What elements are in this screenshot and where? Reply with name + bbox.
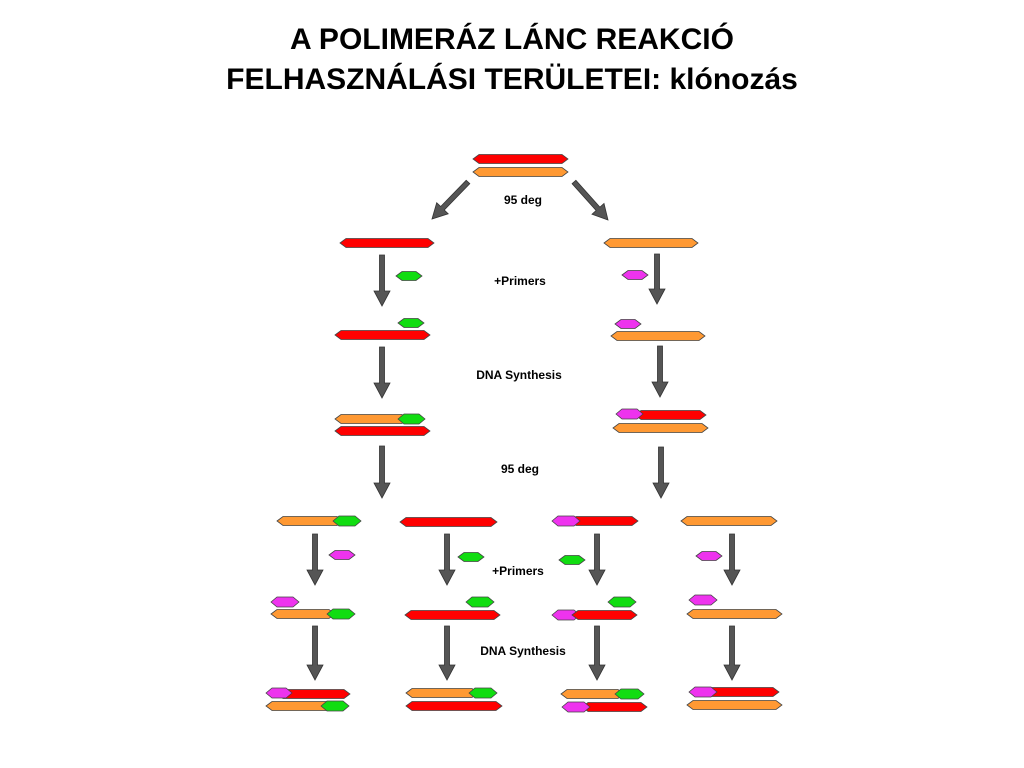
red-strand: [334, 426, 431, 436]
green-primer: [457, 552, 485, 562]
label-primers-1: +Primers: [494, 274, 546, 288]
label-dna-synthesis-2: DNA Synthesis: [480, 644, 566, 658]
green-primer: [397, 318, 425, 328]
orange-strand: [610, 331, 706, 341]
arrow-icon: [652, 446, 670, 499]
title-line-2: FELHASZNÁLÁSI TERÜLETEI: klónozás: [226, 63, 798, 96]
arrow-icon: [588, 533, 606, 586]
green-primer: [320, 700, 350, 712]
magenta-primer: [621, 270, 649, 280]
green-primer: [326, 608, 356, 620]
orange-strand: [334, 414, 409, 424]
orange-strand: [472, 167, 569, 177]
red-strand: [399, 517, 498, 527]
arrow-icon: [306, 533, 324, 586]
orange-strand: [612, 423, 709, 433]
title-line-1: A POLIMERÁZ LÁNC REAKCIÓ: [290, 23, 734, 56]
magenta-primer: [695, 551, 723, 561]
arrow-icon: [306, 625, 324, 681]
label-95-deg-2: 95 deg: [501, 462, 539, 476]
label-primers-2: +Primers: [492, 564, 544, 578]
arrow-icon: [438, 533, 456, 586]
magenta-primer: [270, 596, 300, 608]
magenta-primer: [688, 594, 718, 606]
red-strand: [569, 516, 639, 526]
orange-strand: [270, 609, 336, 619]
arrow-icon: [648, 253, 666, 305]
arrow-icon: [723, 625, 741, 681]
green-primer: [397, 413, 426, 425]
green-primer: [607, 596, 637, 608]
green-primer: [614, 688, 645, 700]
arrow-icon: [571, 179, 609, 221]
arrow-icon: [438, 625, 456, 681]
orange-strand: [405, 688, 479, 698]
slide-title: A POLIMERÁZ LÁNC REAKCIÓ FELHASZNÁLÁSI T…: [0, 20, 1024, 100]
arrow-icon: [373, 254, 391, 307]
magenta-primer: [615, 408, 644, 420]
magenta-primer: [328, 550, 356, 560]
green-primer: [395, 271, 423, 281]
arrow-icon: [723, 533, 741, 586]
green-primer: [332, 515, 362, 527]
arrow-icon: [373, 346, 391, 399]
red-strand: [339, 238, 435, 248]
arrow-icon: [431, 179, 471, 220]
magenta-primer: [551, 515, 581, 527]
red-strand: [634, 410, 707, 420]
green-primer: [468, 687, 498, 699]
red-strand: [472, 154, 569, 164]
orange-strand: [686, 609, 783, 619]
label-dna-synthesis-1: DNA Synthesis: [476, 368, 562, 382]
green-primer: [558, 555, 586, 565]
red-strand: [571, 610, 638, 620]
arrow-icon: [373, 445, 391, 499]
magenta-primer: [265, 687, 293, 699]
arrow-icon: [588, 625, 606, 681]
magenta-primer: [614, 319, 642, 329]
orange-strand: [680, 516, 778, 526]
magenta-primer: [688, 686, 718, 698]
orange-strand: [686, 700, 783, 710]
red-strand: [334, 330, 431, 340]
red-strand: [581, 702, 648, 712]
green-primer: [465, 596, 495, 608]
magenta-primer: [561, 701, 591, 713]
red-strand: [404, 610, 501, 620]
arrow-icon: [651, 345, 669, 398]
orange-strand: [603, 238, 699, 248]
red-strand: [405, 701, 503, 711]
label-95-deg-1: 95 deg: [504, 193, 542, 207]
